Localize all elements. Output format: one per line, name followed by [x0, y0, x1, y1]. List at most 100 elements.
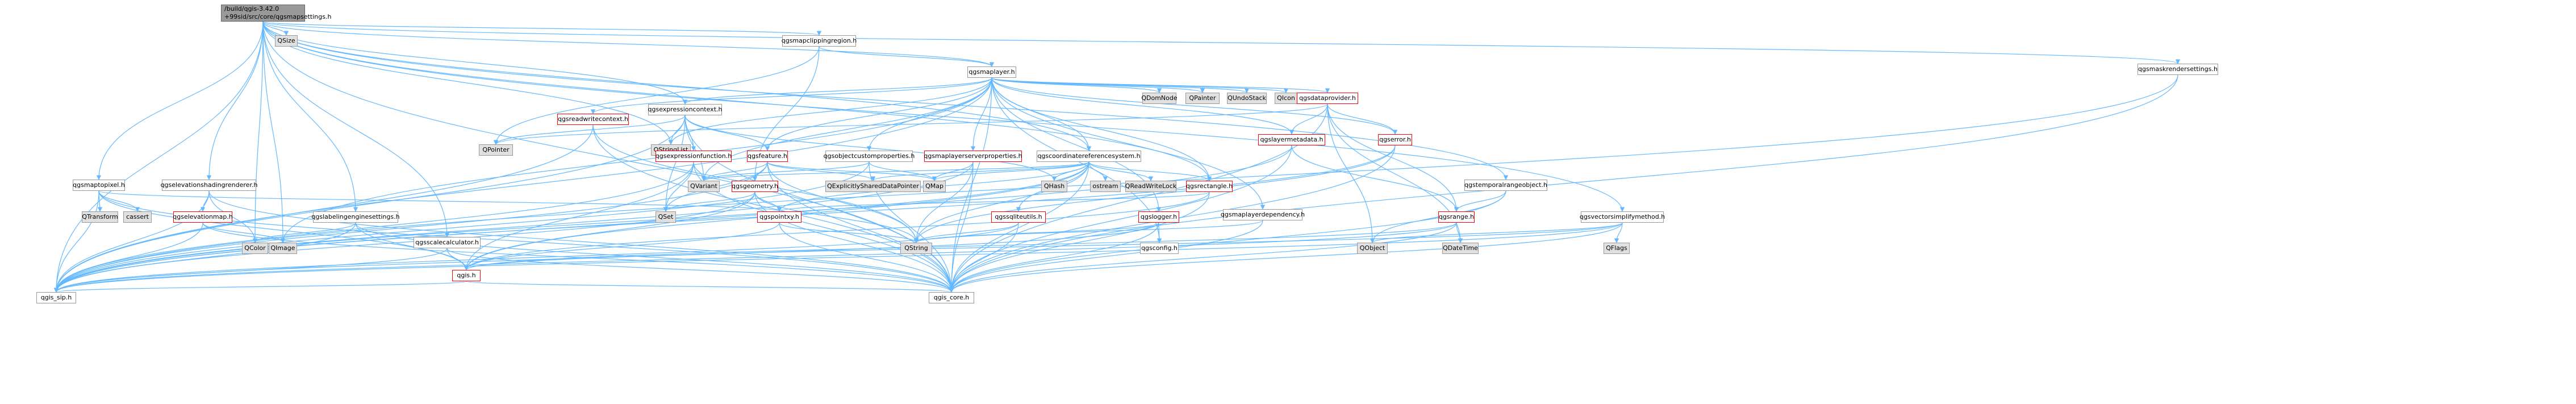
node-qgsvectorsimplifymethod[interactable]: qgsvectorsimplifymethod.h — [1580, 211, 1665, 223]
edge-qgis_h-to-qgis_sip — [54, 281, 467, 293]
node-qgselevationshadingrenderer[interactable]: qgselevationshadingrenderer.h — [161, 180, 257, 191]
edge-qgsmaplayer-to-qundostack — [991, 77, 1249, 93]
node-qset[interactable]: QSet — [656, 211, 676, 223]
edge-qgslabelingenginesettings-to-qcolor — [252, 222, 356, 243]
node-qgspointxy[interactable]: qgspointxy.h — [757, 211, 801, 223]
node-qstring[interactable]: QString — [900, 243, 932, 254]
edge-qgsrange-to-qgis_sip — [54, 222, 1457, 293]
edge-qgselevationshadingrenderer-to-qgis_core — [208, 190, 954, 293]
node-qmap[interactable]: QMap — [923, 181, 946, 192]
node-qgsconfig[interactable]: qgsconfig.h — [1140, 243, 1179, 254]
node-qgssqliteutils[interactable]: qgssqliteutils.h — [991, 211, 1046, 223]
node-cassert[interactable]: cassert — [123, 211, 152, 223]
node-qgselevationmap[interactable]: qgselevationmap.h — [173, 211, 233, 223]
node-qicon[interactable]: QIcon — [1275, 93, 1297, 104]
edge-root-to-qstringlist — [262, 21, 674, 145]
edge-qgspointxy-to-qstring — [779, 222, 919, 243]
edge-qgsfeature-to-qvariant — [701, 161, 768, 181]
node-qpainter[interactable]: QPainter — [1185, 93, 1220, 104]
edge-qgsmaplayer-to-qgscoordinatereferencesystem — [991, 77, 1092, 151]
node-qgsfeature[interactable]: qgsfeature.h — [747, 151, 788, 162]
node-qgis-sip[interactable]: qgis_sip.h — [36, 292, 76, 303]
node-qgsexpressionfunction[interactable]: qgsexpressionfunction.h — [656, 151, 732, 162]
node-qhash[interactable]: QHash — [1041, 181, 1067, 192]
node-qgsmaptopixel[interactable]: qgsmaptopixel.h — [73, 180, 125, 191]
node-qgsmaplayerdependency[interactable]: qgsmaplayerdependency.h — [1221, 209, 1305, 220]
node-qexplicitlyshareddatapointer[interactable]: QExplicitlySharedDataPointer — [825, 181, 921, 192]
edge-qgsvectorsimplifymethod-to-qflags — [1614, 222, 1623, 243]
node-qtransform[interactable]: QTransform — [82, 211, 118, 223]
root-node-qgsmapsettings[interactable]: /build/qgis-3.42.0 +99sid/src/core/qgsma… — [221, 5, 331, 22]
edge-qgsmaskrendersettings-to-qgis_core — [949, 74, 2178, 293]
node-qpointer[interactable]: QPointer — [479, 144, 513, 156]
node-qgsgeometry[interactable]: qgsgeometry.h — [732, 181, 778, 192]
edge-qgserror-to-qgis_sip — [53, 145, 1396, 293]
node-qgsmaskrendersettings[interactable]: qgsmaskrendersettings.h — [2137, 64, 2218, 75]
edge-root-to-qsize — [262, 21, 289, 36]
node-qgsrectangle[interactable]: qgsrectangle.h — [1186, 181, 1233, 192]
edge-qgsmaplayer-to-qgserror — [991, 77, 1398, 135]
edge-qgsmaplayer-to-qgsrectangle — [991, 77, 1212, 181]
node-qcolor[interactable]: QColor — [242, 243, 268, 254]
node-qgscoordinatereferencesystem[interactable]: qgscoordinatereferencesystem.h — [1037, 151, 1141, 162]
node-qreadwritelock[interactable]: QReadWriteLock — [1125, 181, 1176, 192]
edge-qgis_h-to-qgis_core — [466, 281, 954, 293]
edge-qgsvectorsimplifymethod-to-qgis_sip — [54, 222, 1623, 293]
edge-qgsmaptopixel-to-qgis_h — [98, 190, 469, 270]
node-qdatetime[interactable]: QDateTime — [1442, 243, 1479, 254]
edge-qgsrectangle-to-qgis_h — [464, 191, 1210, 270]
edge-root-to-qcolor — [252, 21, 264, 243]
edge-qgsdataprovider-to-qgsrange — [1327, 103, 1459, 212]
edge-root-to-qgselevationshadingrenderer — [206, 21, 264, 180]
edge-qgsobjectcustomproperties-to-qgis_sip — [53, 161, 870, 293]
node-qgis-core[interactable]: qgis_core.h — [929, 292, 974, 303]
edge-qgsmaplayerdependency-to-qgis_core — [949, 220, 1263, 293]
edge-qgselevationshadingrenderer-to-qgis_sip — [53, 190, 210, 293]
edge-root-to-qgstemporalrangeobject — [262, 21, 1509, 180]
edge-qgsscalecalculator-to-qgis_h — [446, 248, 469, 270]
node-qobject[interactable]: QObject — [1357, 243, 1388, 254]
node-qgstemporalrangeobject[interactable]: qgstemporalrangeobject.h — [1464, 180, 1547, 191]
node-qundostack[interactable]: QUndoStack — [1227, 93, 1267, 104]
node-qgslogger[interactable]: qgslogger.h — [1138, 211, 1179, 223]
edge-qgstemporalrangeobject-to-qgis_core — [949, 190, 1506, 293]
edge-qgsrange-to-qdatetime — [1456, 222, 1463, 243]
node-qgsexpressioncontext[interactable]: qgsexpressioncontext.h — [648, 104, 722, 115]
node-qsize[interactable]: QSize — [275, 35, 298, 47]
node-qgsmapclippingregion[interactable]: qgsmapclippingregion.h — [782, 35, 857, 47]
node-qgsrange[interactable]: qgsrange.h — [1438, 211, 1475, 223]
edge-qgsrectangle-to-qgspointxy — [777, 191, 1210, 212]
edge-qgsvectorsimplifymethod-to-qgis_core — [949, 222, 1623, 293]
node-qgsobjectcustomproperties[interactable]: qgsobjectcustomproperties.h — [824, 151, 915, 162]
node-ostream[interactable]: ostream — [1090, 181, 1121, 192]
edge-qgsdataprovider-to-qpointer — [494, 103, 1328, 145]
edge-qgsfeature-to-qmap — [767, 161, 937, 181]
edge-qgsexpressionfunction-to-qgis_sip — [53, 161, 694, 293]
node-qgserror[interactable]: qgserror.h — [1378, 134, 1412, 145]
edge-qgsmaplayerdependency-to-qstring — [914, 220, 1263, 243]
edge-qgsexpressionfunction-to-qset — [663, 161, 694, 212]
node-qflags[interactable]: QFlags — [1604, 243, 1630, 254]
edge-qgsexpressioncontext-to-qgsfeature — [684, 115, 770, 151]
edge-root-to-qgsscalecalculator — [262, 21, 450, 238]
edge-qgsmaplayerserverproperties-to-qgis_core — [949, 161, 974, 293]
edge-root-to-qgsmaptopixel — [96, 21, 264, 180]
edge-qgserror-to-qstring — [913, 145, 1396, 243]
node-qimage[interactable]: QImage — [269, 243, 297, 254]
edge-qgstemporalrangeobject-to-qgsrange — [1454, 190, 1506, 212]
node-qgsmaplayer[interactable]: qgsmaplayer.h — [967, 66, 1016, 78]
node-qgslayermetadata[interactable]: qgslayermetadata.h — [1258, 134, 1325, 145]
node-qgslabelingenginesettings[interactable]: qgslabelingenginesettings.h — [311, 211, 400, 223]
edge-qgsfeature-to-qstring — [767, 161, 919, 243]
node-qgsmaplayerserverproperties[interactable]: qgsmaplayerserverproperties.h — [924, 151, 1022, 162]
node-qgsscalecalculator[interactable]: qgsscalecalculator.h — [414, 237, 481, 248]
edge-qgsexpressioncontext-to-qset — [663, 115, 686, 212]
node-qvariant[interactable]: QVariant — [688, 181, 720, 192]
edge-qgscoordinatereferencesystem-to-qgsrectangle — [1088, 161, 1212, 181]
node-qgsreadwritecontext[interactable]: qgsreadwritecontext.h — [557, 114, 629, 125]
edge-qgsmaptopixel-to-qgis_core — [98, 190, 954, 293]
node-qgis-h[interactable]: qgis.h — [452, 270, 481, 281]
edge-qgscoordinatereferencesystem-to-ostream — [1088, 161, 1108, 181]
node-qgsdataprovider[interactable]: qgsdataprovider.h — [1297, 93, 1358, 104]
node-qdomnode[interactable]: QDomNode — [1141, 93, 1178, 104]
